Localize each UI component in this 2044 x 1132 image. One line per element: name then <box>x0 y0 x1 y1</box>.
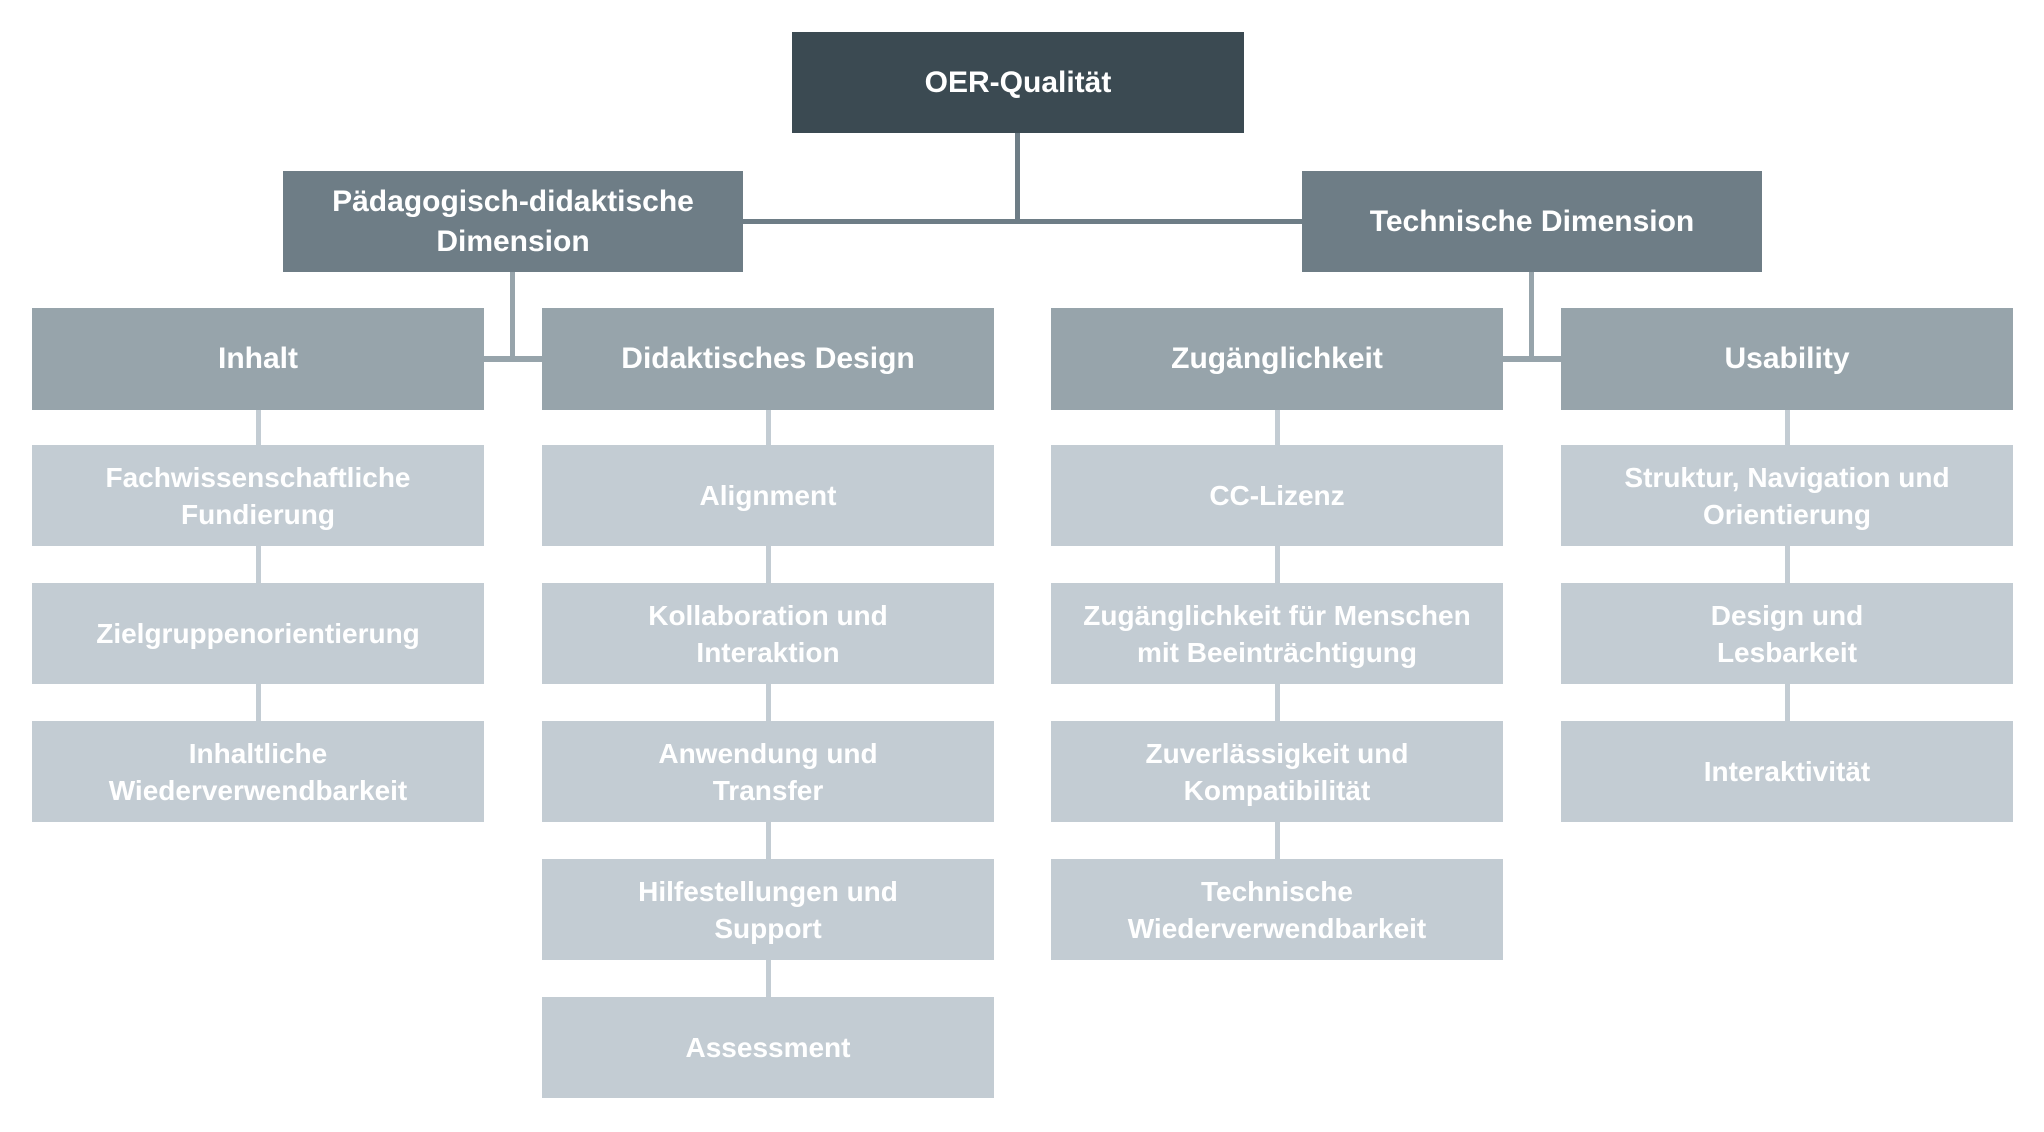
node-usability: Usability <box>1561 308 2013 410</box>
node-paedagogisch-didaktische-dimension: Pädagogisch-didaktische Dimension <box>283 171 743 272</box>
node-assessment: Assessment <box>542 997 994 1098</box>
node-struktur-navigation-orientierung: Struktur, Navigation und Orientierung <box>1561 445 2013 546</box>
node-anwendung-und-transfer: Anwendung und Transfer <box>542 721 994 822</box>
node-design-und-lesbarkeit: Design und Lesbarkeit <box>1561 583 2013 684</box>
connector-inhalt-didaktik-bridge <box>484 356 542 362</box>
node-inhalt: Inhalt <box>32 308 484 410</box>
node-hilfestellungen-und-support: Hilfestellungen und Support <box>542 859 994 960</box>
connector-inhalt-spine <box>256 410 261 740</box>
node-zielgruppenorientierung: Zielgruppenorientierung <box>32 583 484 684</box>
node-technische-dimension: Technische Dimension <box>1302 171 1762 272</box>
node-inhaltliche-wiederverwendbarkeit: Inhaltliche Wiederverwendbarkeit <box>32 721 484 822</box>
connector-technisch-drop <box>1529 272 1534 360</box>
connector-root-drop <box>1015 133 1020 223</box>
connector-usability-spine <box>1785 410 1790 740</box>
connector-paedagogisch-drop <box>510 272 515 360</box>
node-technische-wiederverwendbarkeit: Technische Wiederverwendbarkeit <box>1051 859 1503 960</box>
node-alignment: Alignment <box>542 445 994 546</box>
node-zuverlaessigkeit-und-kompatibilitaet: Zuverlässigkeit und Kompatibilität <box>1051 721 1503 822</box>
connector-zugaenglichkeit-usability-bridge <box>1503 356 1561 362</box>
node-cc-lizenz: CC-Lizenz <box>1051 445 1503 546</box>
connector-didaktik-spine <box>766 410 771 1020</box>
node-fachwissenschaftliche-fundierung: Fachwissenschaftliche Fundierung <box>32 445 484 546</box>
node-zugaenglichkeit-fuer-menschen: Zugänglichkeit für Menschen mit Beeinträ… <box>1051 583 1503 684</box>
node-kollaboration-und-interaktion: Kollaboration und Interaktion <box>542 583 994 684</box>
node-oer-qualitaet: OER-Qualität <box>792 32 1244 133</box>
node-zugaenglichkeit: Zugänglichkeit <box>1051 308 1503 410</box>
connector-dimensions-horizontal <box>743 219 1302 224</box>
node-interaktivitaet: Interaktivität <box>1561 721 2013 822</box>
node-didaktisches-design: Didaktisches Design <box>542 308 994 410</box>
